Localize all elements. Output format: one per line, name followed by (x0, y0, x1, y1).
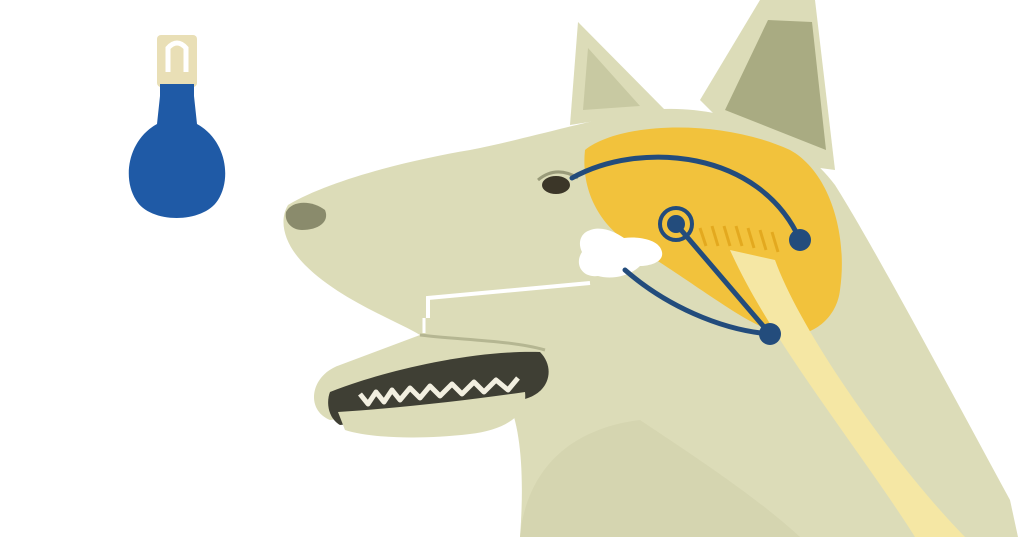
dog-head (283, 0, 1018, 537)
spinal-node (759, 323, 781, 345)
salivation-center-node (667, 215, 685, 233)
visual-center-node (789, 229, 811, 251)
light-bulb-icon (129, 35, 225, 218)
bulb-glass (129, 96, 225, 218)
bulb-neck (160, 84, 194, 98)
dog-eye (542, 176, 570, 194)
